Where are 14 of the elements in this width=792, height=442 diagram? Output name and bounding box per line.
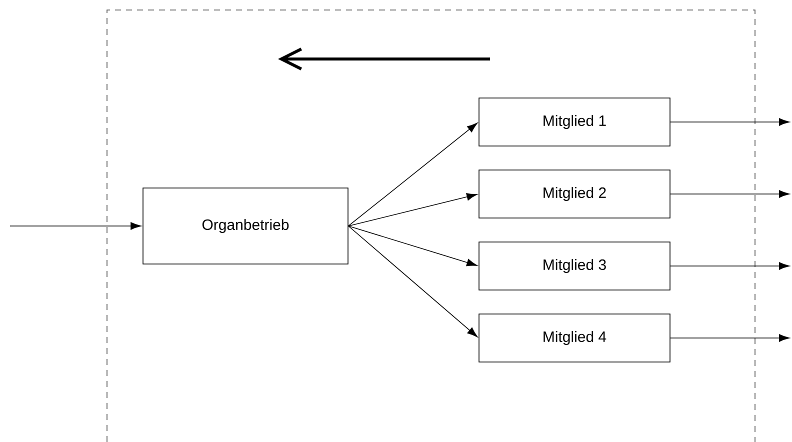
arrow: [670, 190, 790, 198]
arrow: [348, 226, 478, 266]
process-box: Mitglied 1: [478, 98, 670, 146]
arrow: [670, 334, 790, 342]
process-box: Mitglied 2: [478, 170, 670, 218]
arrow: [348, 226, 478, 338]
arrow: [348, 193, 478, 226]
process-box: Mitglied 3: [478, 242, 670, 290]
process-box: Mitglied 4: [478, 314, 670, 362]
process-box: Organbetrieb: [142, 188, 348, 264]
arrow: [348, 122, 478, 226]
arrow: [670, 262, 790, 270]
arrow: [670, 118, 790, 126]
arrow: [10, 222, 142, 230]
